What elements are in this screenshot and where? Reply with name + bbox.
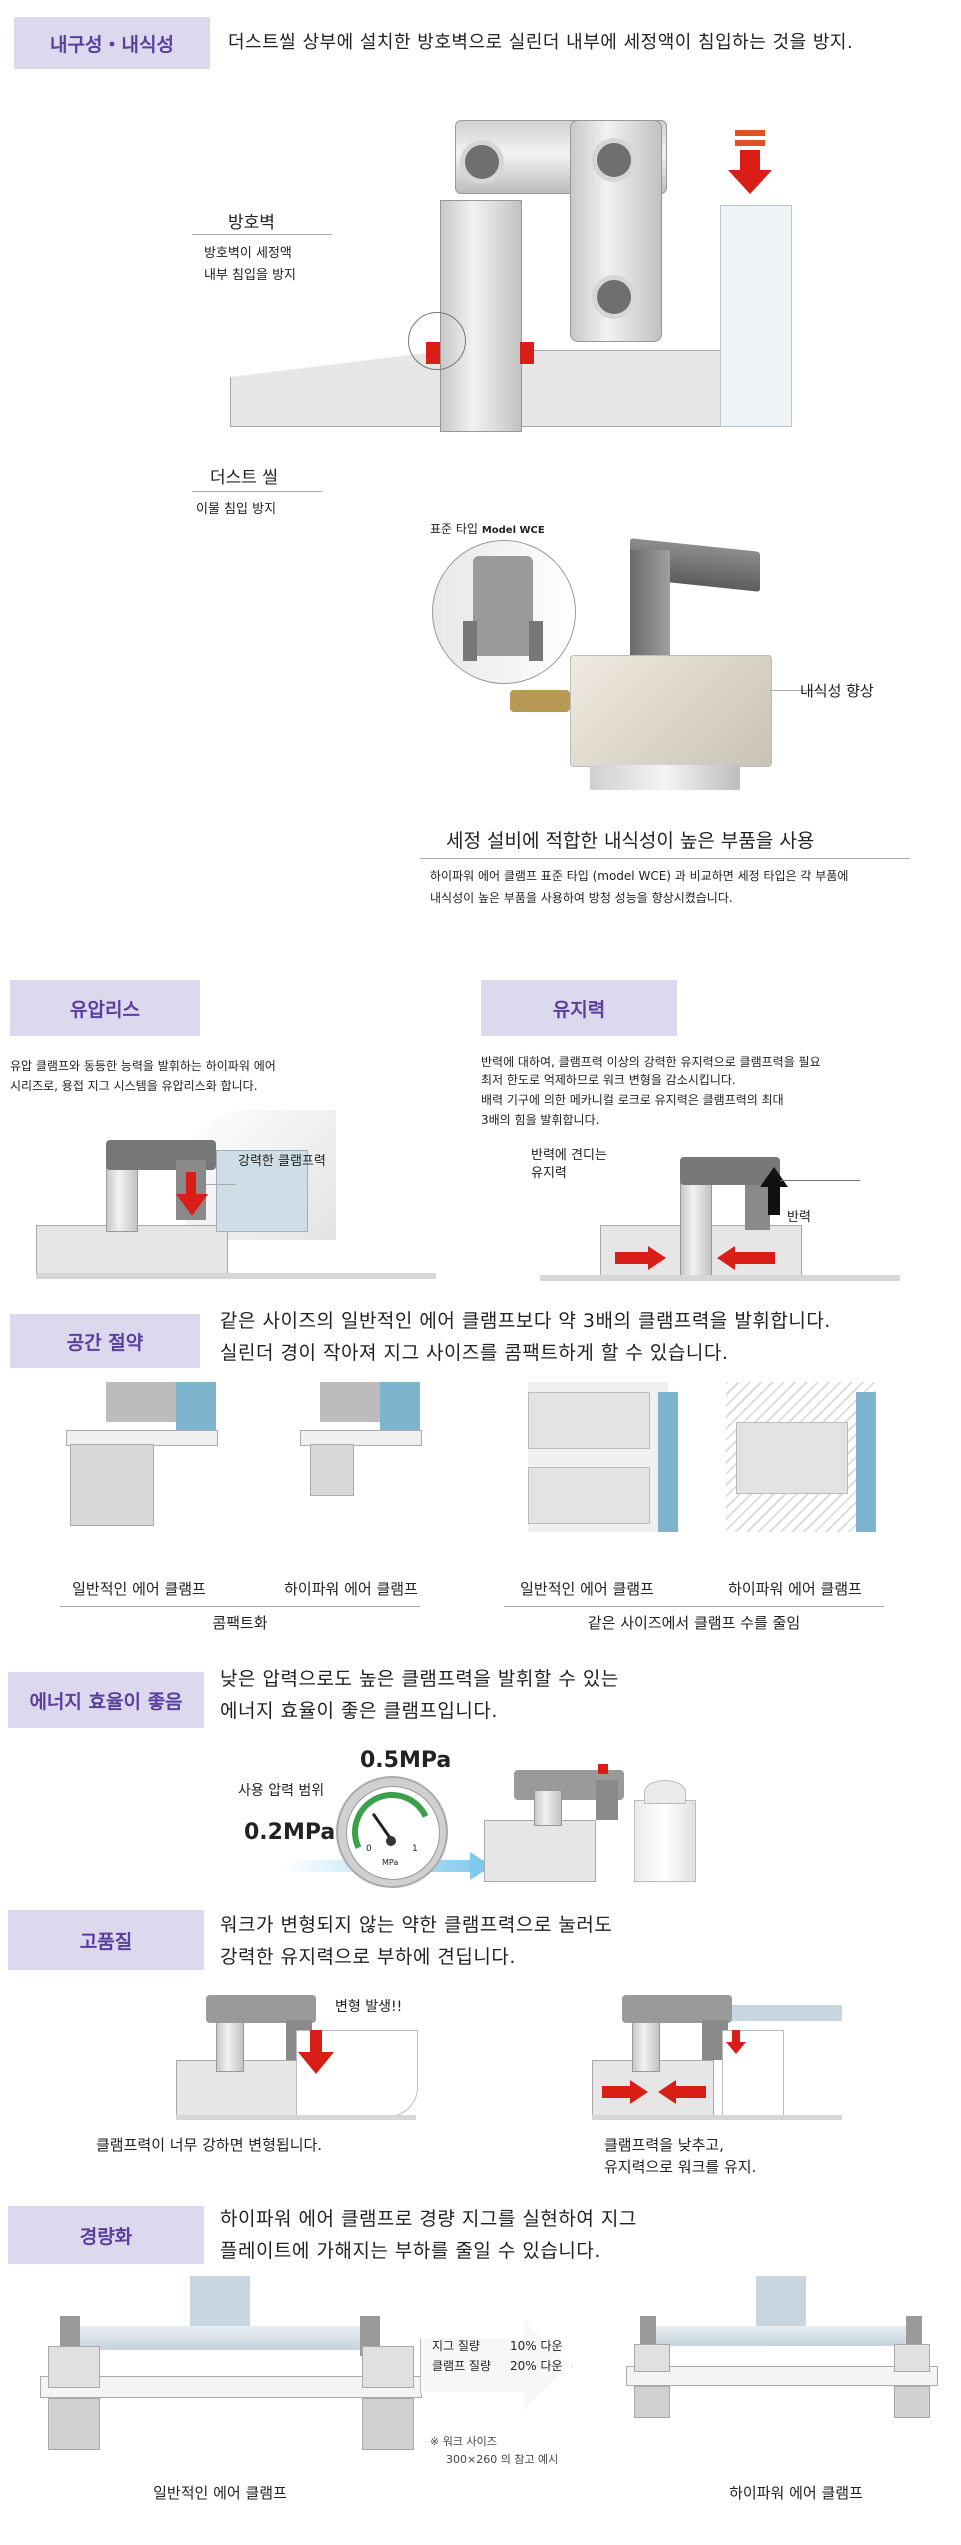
product-image — [510, 538, 780, 790]
space-tag: 공간 절약 — [10, 1314, 200, 1368]
shield-title: 방호벽 — [228, 213, 275, 233]
hydraulic-illustration — [36, 1110, 436, 1282]
corrosion-label: 내식성 향상 — [800, 682, 874, 700]
quality-cap-left: 클램프력이 너무 강하면 변형됩니다. — [96, 2136, 323, 2154]
group-2: 같은 사이즈에서 클램프 수를 줄임 — [587, 1614, 801, 1632]
hp-clamp-1 — [300, 1382, 422, 1572]
energy-clamp-illustration — [484, 1760, 704, 1882]
durability-illustration — [230, 90, 792, 432]
holding-desc-2: 최저 한도로 억제하므로 워크 변형을 감소시킵니다. — [481, 1073, 736, 1087]
row1-value: 10% 다운 — [510, 2339, 563, 2353]
hydraulic-tag: 유압리스 — [10, 980, 200, 1036]
hydraulic-desc-1: 유압 클램프와 동등한 능력을 발휘하는 하이파워 에어 — [10, 1059, 276, 1073]
quality-headline-1: 워크가 변형되지 않는 약한 클램프력으로 눌러도 — [220, 1914, 613, 1936]
durability-tag: 내구성・내식성 — [14, 17, 210, 69]
seal-desc: 이물 침입 방지 — [196, 502, 277, 517]
energy-headline-1: 낮은 압력으로도 높은 클램프력을 발휘할 수 있는 — [220, 1668, 619, 1690]
lightweight-headline-2: 플레이트에 가해지는 부하를 줄일 수 있습니다. — [220, 2240, 601, 2262]
parts-title: 세정 설비에 적합한 내식성이 높은 부품을 사용 — [446, 830, 815, 852]
group-divider-1 — [60, 1606, 420, 1607]
row2-value: 20% 다운 — [510, 2359, 563, 2373]
holding-illustration — [540, 1145, 940, 1285]
inset-model: Model WCE — [481, 525, 545, 536]
force-label: 강력한 클램프력 — [238, 1154, 326, 1169]
space-headline-2: 실린더 경이 작아져 지그 사이즈를 콤팩트하게 할 수 있습니다. — [220, 1342, 729, 1364]
shield-divider — [192, 234, 332, 235]
cap-hp-2: 하이파워 에어 클램프 — [728, 1580, 862, 1598]
holding-desc-3: 배력 기구에 의한 메카니컬 로크로 유지력은 클램프력의 최대 — [481, 1093, 784, 1107]
shield-desc-1: 방호벽이 세정액 — [204, 246, 292, 261]
note-2: 300×260 의 참고 예시 — [446, 2453, 559, 2466]
corrosion-divider — [770, 690, 820, 691]
gauge-1: 1 — [412, 1844, 418, 1854]
quality-tag: 고품질 — [8, 1910, 204, 1970]
lightweight-tag: 경량화 — [8, 2206, 204, 2264]
hp-clamp-2 — [726, 1382, 876, 1532]
deform-label: 변형 발생!! — [335, 1999, 403, 2015]
general-clamp-2 — [528, 1382, 678, 1532]
parts-divider — [420, 858, 910, 859]
pressure-gauge: 0 1 MPa — [336, 1776, 448, 1888]
shield-desc-2: 내부 침입을 방지 — [204, 268, 296, 283]
gauge-unit: MPa — [382, 1858, 399, 1867]
quality-right-illustration — [592, 1990, 842, 2120]
force-divider — [206, 1184, 236, 1185]
space-headline-1: 같은 사이즈의 일반적인 에어 클램프보다 약 3배의 클램프력을 발휘합니다. — [220, 1310, 831, 1332]
row2-label: 클램프 질량 — [432, 2359, 492, 2373]
reaction-label: 반력 — [787, 1210, 811, 1225]
quality-cap-right-2: 유지력으로 워크를 유지. — [604, 2158, 757, 2176]
holding-tag: 유지력 — [481, 980, 677, 1036]
quality-left-illustration — [176, 1990, 418, 2120]
withstand-label-1: 반력에 견디는 — [531, 1148, 607, 1163]
parts-desc-2: 내식성이 높은 부품을 사용하여 방청 성능을 향상시켰습니다. — [430, 891, 733, 905]
cap-hp-1: 하이파워 에어 클램프 — [284, 1580, 418, 1598]
p-high: 0.5MPa — [360, 1748, 452, 1773]
lightweight-headline-1: 하이파워 에어 클램프로 경량 지그를 실현하여 지그 — [220, 2208, 637, 2230]
lightweight-cap-left: 일반적인 에어 클램프 — [153, 2484, 287, 2502]
lightweight-cap-right: 하이파워 에어 클램프 — [729, 2484, 863, 2502]
lightweight-left-illustration — [40, 2276, 422, 2456]
cap-general-1: 일반적인 에어 클램프 — [72, 1580, 206, 1598]
p-low: 0.2MPa — [244, 1820, 336, 1845]
durability-headline: 더스트씰 상부에 설치한 방호벽으로 실린더 내부에 세정액이 침입하는 것을 … — [228, 32, 854, 53]
holding-desc-1: 반력에 대하여, 클램프력 이상의 강력한 유지력으로 클램프력을 필요 — [481, 1055, 821, 1069]
cap-general-2: 일반적인 에어 클램프 — [520, 1580, 654, 1598]
note-1: ※ 워크 사이즈 — [430, 2435, 497, 2448]
energy-headline-2: 에너지 효율이 좋은 클램프입니다. — [220, 1700, 498, 1722]
range-label: 사용 압력 범위 — [238, 1783, 325, 1799]
seal-title: 더스트 씰 — [210, 468, 278, 488]
row1-label: 지그 질량 — [432, 2339, 480, 2353]
seal-divider — [192, 491, 322, 492]
lightweight-right-illustration — [626, 2276, 938, 2456]
quality-headline-2: 강력한 유지력으로 부하에 견딥니다. — [220, 1946, 516, 1968]
gauge-0: 0 — [366, 1844, 372, 1854]
withstand-label-2: 유지력 — [531, 1166, 567, 1181]
energy-tag: 에너지 효율이 좋음 — [8, 1672, 204, 1728]
general-clamp-1 — [66, 1382, 218, 1572]
group-1: 콤팩트화 — [212, 1614, 268, 1632]
holding-desc-4: 3배의 힘을 발휘합니다. — [481, 1113, 600, 1127]
parts-desc-1: 하이파워 에어 클램프 표준 타입 (model WCE) 과 비교하면 세정 … — [430, 869, 849, 883]
group-divider-2 — [504, 1606, 884, 1607]
inset-label: 표준 타입 Model WCE — [430, 520, 545, 537]
inset-type: 표준 타입 — [430, 522, 478, 536]
quality-cap-right-1: 클램프력을 낮추고, — [604, 2136, 724, 2154]
inset-circle — [432, 540, 576, 684]
hydraulic-desc-2: 시리즈로, 용접 지그 시스템을 유압리스화 합니다. — [10, 1079, 258, 1093]
